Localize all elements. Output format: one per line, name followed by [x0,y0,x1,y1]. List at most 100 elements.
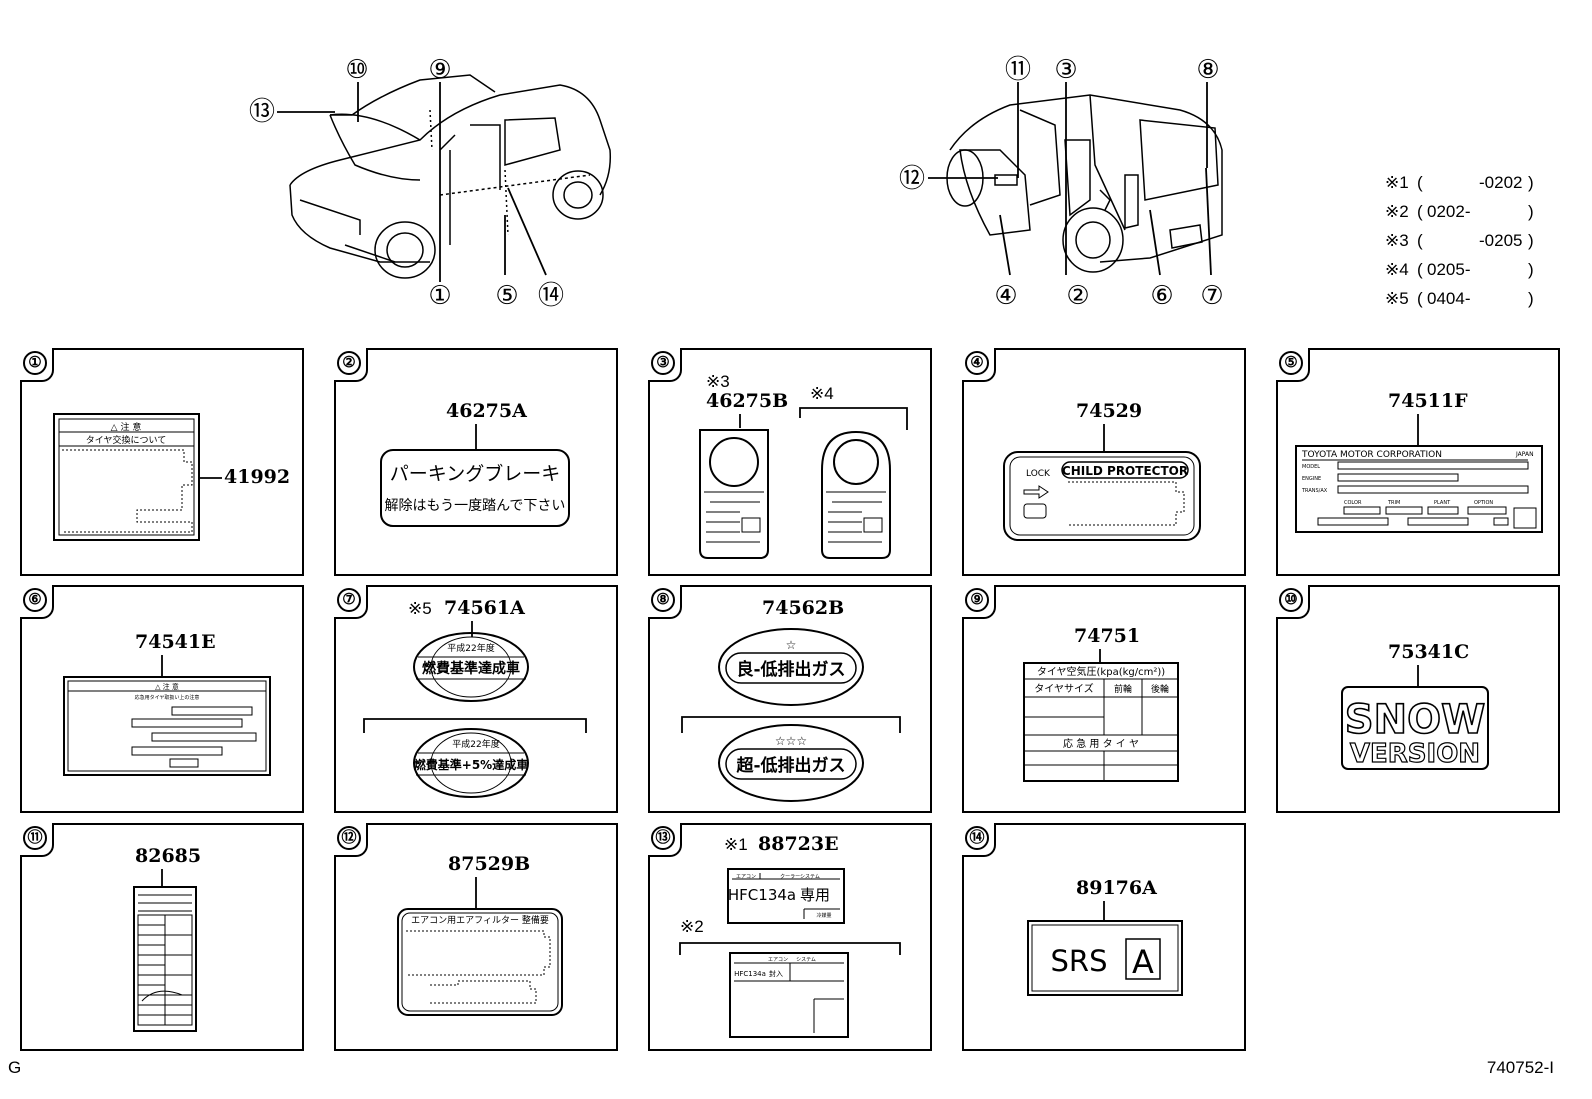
panel-5: ⑤ 74511F TOYOTA MOTOR CORPORATION JAPAN … [1276,348,1560,576]
label-drawing: LOCK CHILD PROTECTOR [1003,424,1201,541]
part-number: 74562B [762,597,845,619]
label-drawing: パーキングブレーキ 解除はもう一度踏んで下さい [380,424,570,527]
panel-number-tab: ⑪ [20,823,54,857]
legend-row: ※1 ( -0202 ) [1385,168,1535,197]
panel-9: ⑨ 74751 タイヤ空気圧(kpa(kg/cm²)) タイヤサイズ 前輪 後輪… [962,585,1246,813]
panel-number-tab: ⑨ [962,585,996,619]
svg-text:VERSION: VERSION [1350,739,1480,769]
svg-text:タイヤ交換について: タイヤ交換について [86,434,166,446]
svg-text:MODEL: MODEL [1302,464,1320,470]
legend-key: ※4 [1385,260,1409,279]
callout-1: ① [428,281,451,311]
part-number: 41992 [224,466,291,488]
legend: ※1 ( -0202 ) ※2 ( 0202- ) ※3 ( -0205 ) ※… [1385,168,1535,313]
legend-key: ※2 [1385,202,1409,221]
svg-text:燃費基準達成車: 燃費基準達成車 [422,660,520,677]
svg-text:SNOW: SNOW [1345,697,1485,743]
panel-1: ① △ 注 意 タイヤ交換について 41992 [20,348,304,576]
svg-text:LOCK: LOCK [1026,469,1051,479]
svg-text:CHILD PROTECTOR: CHILD PROTECTOR [1062,464,1188,478]
legend-to: -0205 [1479,231,1523,250]
callout-4: ④ [994,281,1017,311]
svg-text:タイヤサイズ: タイヤサイズ [1034,682,1093,695]
svg-text:JAPAN: JAPAN [1515,451,1534,458]
panel-14: ⑭ 89176A SRS A [962,823,1246,1051]
panel-2: ② 46275A パーキングブレーキ 解除はもう一度踏んで下さい [334,348,618,576]
svg-text:冷媒量: 冷媒量 [816,912,831,919]
part-number: 89176A [1076,877,1157,899]
panel-number-tab: ⑩ [1276,585,1310,619]
svg-text:解除はもう一度踏んで下さい: 解除はもう一度踏んで下さい [385,498,566,514]
callout-14: ⑭ [538,281,564,311]
part-number: 74529 [1076,400,1143,422]
svg-text:応急用タイヤ取扱い上の注意: 応急用タイヤ取扱い上の注意 [135,694,200,701]
svg-text:エアコン: エアコン [736,874,756,880]
svg-text:エアコン: エアコン [768,957,788,963]
legend-key: ※3 [1385,231,1409,250]
svg-text:TOYOTA MOTOR CORPORATION: TOYOTA MOTOR CORPORATION [1301,450,1442,460]
panel-number-tab: ⑥ [20,585,54,619]
part-number: 74511F [1388,390,1468,412]
part-number: 74561A [444,597,525,619]
svg-text:クーラーシステム: クーラーシステム [780,874,820,880]
panel-3: ③ ※3 ※4 46275B [648,348,932,576]
legend-from: 0404- [1427,289,1471,308]
svg-text:ENGINE: ENGINE [1302,476,1321,482]
panel-number-tab: ⑤ [1276,348,1310,382]
callout-11: ⑪ [1005,55,1031,85]
legend-row: ※4 ( 0205- ) [1385,255,1535,284]
callout-7: ⑦ [1200,281,1223,311]
panel-number-tab: ④ [962,348,996,382]
svg-text:HFC134a: HFC134a [728,886,796,904]
part-number: 46275A [446,400,527,422]
svg-text:燃費基準+5%達成車: 燃費基準+5%達成車 [414,757,528,772]
svg-text:平成22年度: 平成22年度 [447,642,494,654]
panel-13: ⑬ ※1 88723E ※2 エアコン クーラーシステム HFC134a 専用 … [648,823,932,1051]
svg-text:TRIM: TRIM [1387,500,1400,506]
panel-4: ④ 74529 LOCK CHILD PROTECTOR [962,348,1246,576]
diagram-id: 740752-I [1486,1058,1554,1077]
panel-7: ⑦ ※5 74561A 平成22年度 燃費基準達成車 平成22年度 燃費基準+5… [334,585,618,813]
callout-13: ⑬ [249,97,275,127]
legend-from: 0205- [1427,260,1471,279]
label-drawing: 平成22年度 燃費基準達成車 平成22年度 燃費基準+5%達成車 [363,621,587,798]
svg-text:OPTION: OPTION [1474,500,1493,506]
svg-text:△ 注 意: △ 注 意 [111,421,142,433]
panel-number-tab: ⑧ [648,585,682,619]
svg-text:良-低排出ガス: 良-低排出ガス [736,659,845,680]
panel-12: ⑫ 87529B エアコン用エアフィルター 整備要 [334,823,618,1051]
svg-text:☆: ☆ [786,638,797,652]
legend-from: 0202- [1427,202,1471,221]
svg-text:後輪: 後輪 [1151,683,1169,695]
svg-text:平成22年度: 平成22年度 [452,738,499,750]
callout-10: ⑩ [345,55,368,85]
label-drawing: TOYOTA MOTOR CORPORATION JAPAN MODEL ENG… [1295,414,1543,533]
callout-5: ⑤ [495,281,518,311]
legend-key: ※5 [1385,289,1409,308]
part-number: 75341C [1388,641,1470,663]
panel-number-tab: ⑦ [334,585,368,619]
part-number: 74541E [135,631,216,653]
part-number: 82685 [135,845,202,867]
callout-8: ⑧ [1196,55,1219,85]
applicability-note: ※4 [810,384,834,403]
svg-text:HFC134a: HFC134a [734,970,766,978]
svg-text:TRANS/AX: TRANS/AX [1301,488,1328,494]
panel-number-tab: ① [20,348,54,382]
label-drawing [133,869,197,1032]
svg-text:SRS: SRS [1051,944,1108,978]
svg-text:PLANT: PLANT [1434,500,1451,506]
label-drawing: ☆ 良-低排出ガス ☆☆☆ 超-低排出ガス [681,628,901,802]
svg-text:システム: システム [796,957,816,963]
svg-text:A: A [1132,943,1154,981]
callout-3: ③ [1054,55,1077,85]
panel-number-tab: ⑫ [334,823,368,857]
panel-number-tab: ⑬ [648,823,682,857]
svg-text:△ 注 意: △ 注 意 [155,682,179,691]
svg-text:応 急 用 タ イ ヤ: 応 急 用 タ イ ヤ [1063,737,1139,750]
applicability-note: ※5 [408,599,432,618]
label-drawing: △ 注 意 タイヤ交換について [53,413,222,541]
panel-10: ⑩ 75341C SNOW VERSION [1276,585,1560,813]
svg-text:専用: 専用 [800,886,830,904]
svg-text:エアコン用エアフィルター 整備要: エアコン用エアフィルター 整備要 [411,914,549,926]
